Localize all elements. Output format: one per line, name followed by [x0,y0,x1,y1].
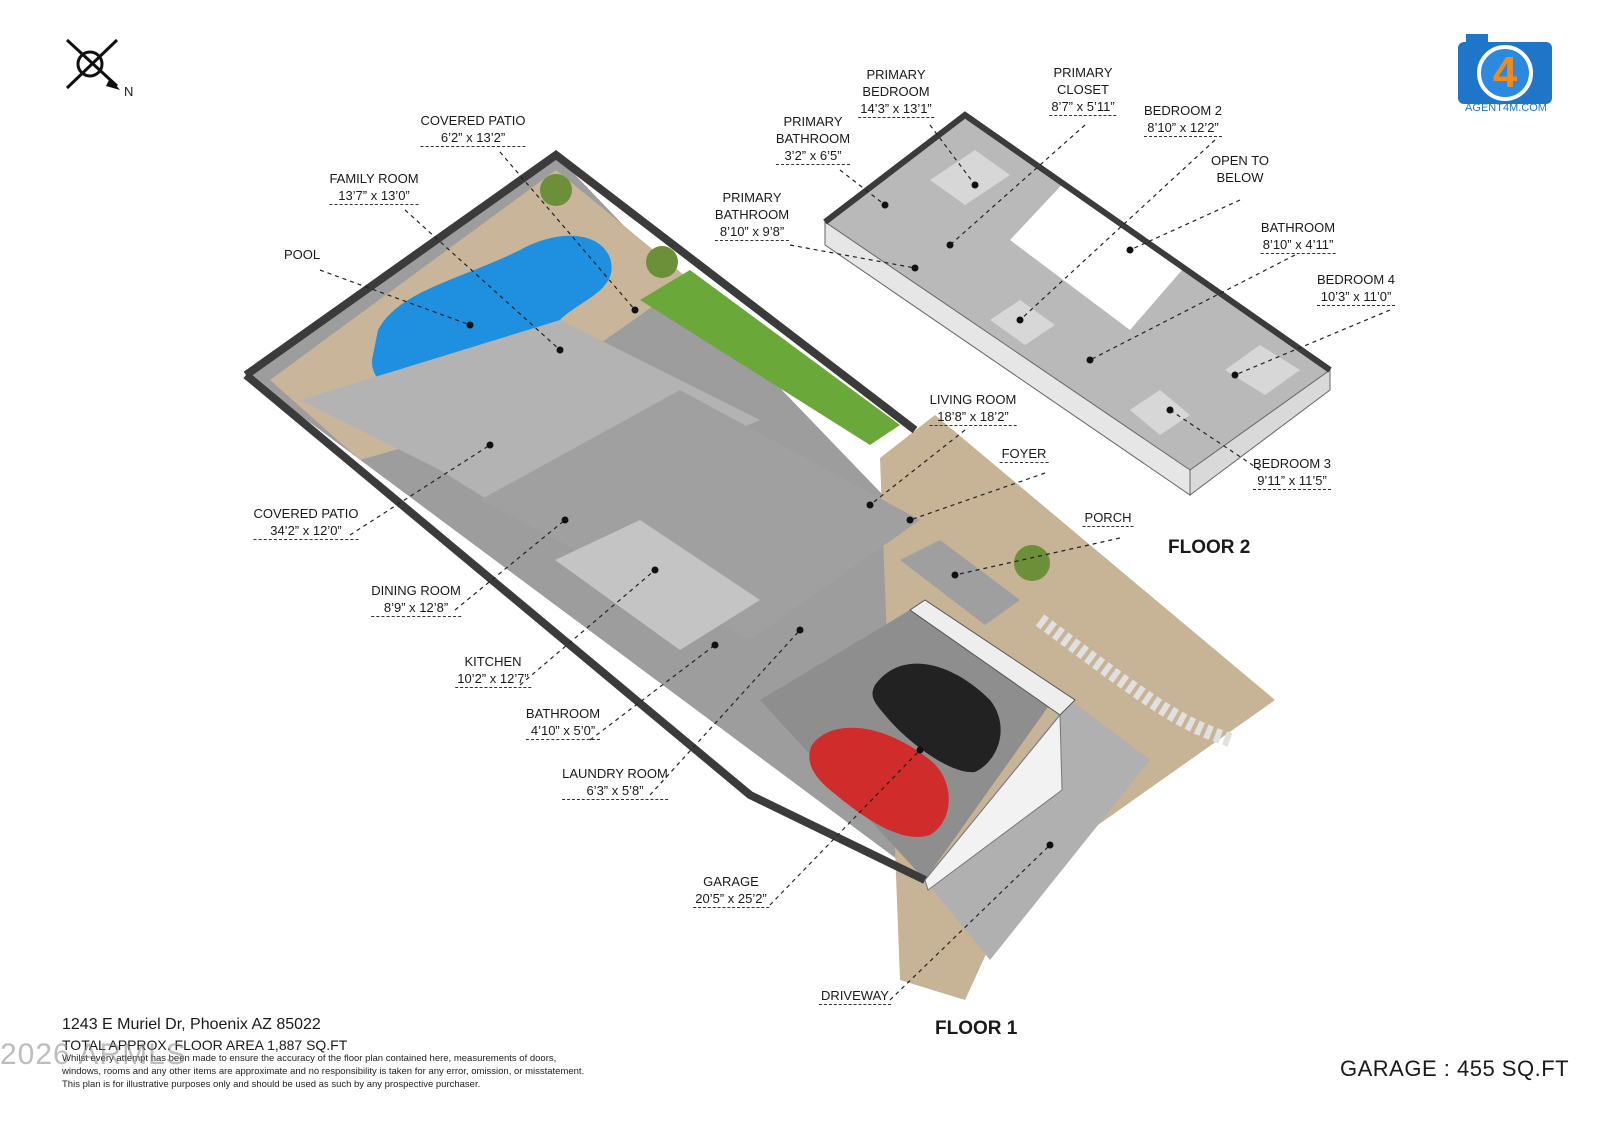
svg-text:4: 4 [1493,48,1518,97]
disclaimer-line-3: This plan is for illustrative purposes o… [62,1079,481,1090]
grass [640,270,900,445]
bed-3 [1130,390,1190,435]
pool [371,235,612,399]
floor1-title: FLOOR 1 [935,1018,1018,1039]
leader-lines [319,124,1391,1001]
garage-wall [909,599,1076,716]
open-to-below [1010,160,1195,330]
car-black [872,663,1001,773]
watermark: 2026 ARMLS [0,1038,187,1071]
porch [900,540,1020,625]
car-red [809,727,949,837]
compass-icon [65,38,120,90]
floor2-walls [823,111,1332,373]
garage-total-area: GARAGE : 455 SQ.FT [1340,1056,1570,1081]
floor2-slab [825,115,1330,495]
bed-2 [990,300,1055,345]
kitchen-floor [555,520,760,650]
shrub [540,174,572,206]
label-foyer: FOYER [999,446,1049,463]
label-pool: POOL [283,247,321,262]
covered-patio [300,320,760,520]
logo-text: AGENT4M.COM [1465,102,1547,114]
room-markers [466,181,1239,849]
disclaimer-line-2: windows, rooms and any other items are a… [62,1066,585,1077]
garage-floor [760,610,1060,880]
total-area: TOTAL APPROX. FLOOR AREA 1,887 SQ.FT [62,1037,348,1053]
driveway [925,700,1150,960]
label-porch: PORCH [1082,510,1134,527]
compass-north-label: N [124,84,134,99]
bed-4 [1225,345,1300,395]
floor1-walls [243,150,918,434]
disclaimer-line-1: Whilst every attempt has been made to en… [62,1053,557,1064]
property-address: 1243 E Muriel Dr, Phoenix AZ 85022 [62,1016,321,1033]
label-driveway: DRIVEWAY [819,988,891,1005]
interior-floor [480,390,920,640]
floor2-title: FLOOR 2 [1168,537,1251,558]
agent4m-logo: 4 [1458,34,1552,104]
label-open-to-below: OPEN TO BELOW [1210,153,1270,185]
stone-path [1035,614,1233,747]
